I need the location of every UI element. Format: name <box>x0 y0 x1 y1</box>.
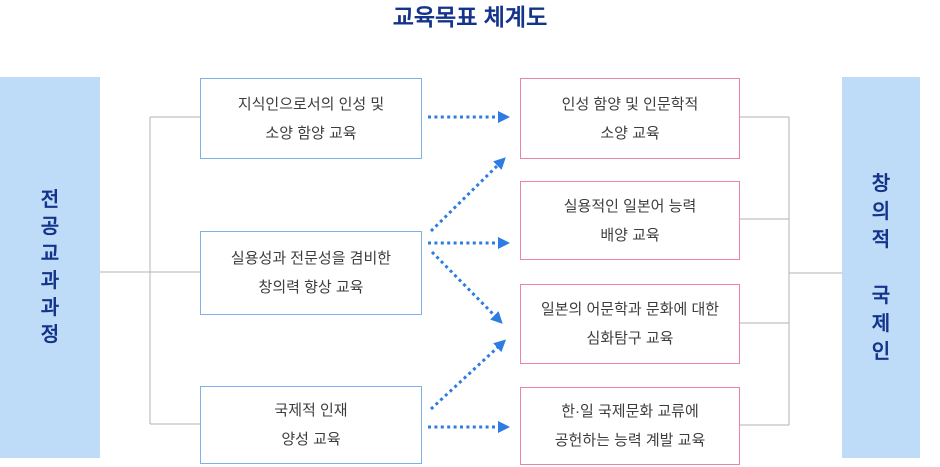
sidebar-char: 의 <box>871 200 891 223</box>
goal-box-text: 소양 교육 <box>600 124 660 142</box>
sidebar-char: 공 <box>40 215 60 238</box>
sidebar-char: 국 <box>871 284 891 307</box>
goal-box-text: 실용성과 전문성을 겸비한 <box>230 250 392 267</box>
goal-box-text: 실용적인 일본어 능력 <box>563 197 697 215</box>
goal-box-right-4: 한·일 국제문화 교류에 공헌하는 능력 계발 교육 <box>520 387 740 465</box>
goal-box-text: 심화탐구 교육 <box>586 330 674 347</box>
sidebar-char: 창 <box>871 172 891 195</box>
goal-box-text: 일본의 어문학과 문화에 대한 <box>540 301 720 318</box>
sidebar-char: 교 <box>40 242 60 265</box>
goal-box-left-1: 지식인으로서의 인성 및 소양 함양 교육 <box>200 78 422 159</box>
sidebar-char: 과 <box>40 296 60 319</box>
arrow-line-L3-R3 <box>429 339 507 411</box>
goal-box-right-2: 실용적인 일본어 능력 배양 교육 <box>520 181 740 260</box>
goal-box-text: 지식인으로서의 인성 및 <box>237 95 385 113</box>
goal-box-text: 공헌하는 능력 계발 교육 <box>554 432 706 449</box>
page-title: 교육목표 체계도 <box>392 4 548 30</box>
sidebar-char: 적 <box>871 228 891 251</box>
goal-box-text: 한·일 국제문화 교류에 <box>561 403 699 420</box>
sidebar-char: 인 <box>871 340 891 363</box>
sidebar-char: 정 <box>40 323 60 346</box>
goal-box-left-2: 실용성과 전문성을 겸비한 창의력 향상 교육 <box>200 231 422 315</box>
goal-box-text: 배양 교육 <box>600 226 660 244</box>
goal-box-text: 소양 함양 교육 <box>265 124 357 142</box>
left-sidebar-major-curriculum: 전 공 교 과 과 정 <box>0 77 100 458</box>
sidebar-char: 전 <box>40 188 60 211</box>
arrow-lines <box>428 111 510 433</box>
arrow-line-L2-R3 <box>430 250 503 324</box>
goal-box-right-1: 인성 함양 및 인문학적 소양 교육 <box>520 78 740 159</box>
goal-box-text: 창의력 향상 교육 <box>258 279 364 296</box>
goal-box-text: 양성 교육 <box>281 431 341 448</box>
goal-box-text: 국제적 인재 <box>274 402 348 419</box>
arrow-line-L2-R1 <box>429 157 506 233</box>
goal-box-right-3: 일본의 어문학과 문화에 대한 심화탐구 교육 <box>520 284 740 364</box>
goal-box-text: 인성 함양 및 인문학적 <box>561 95 699 113</box>
right-sidebar-creative-global-person: 창 의 적 국 제 인 <box>842 77 920 458</box>
goal-box-left-3: 국제적 인재 양성 교육 <box>200 386 422 464</box>
sidebar-char: 제 <box>871 312 891 335</box>
sidebar-char: 과 <box>40 269 60 292</box>
